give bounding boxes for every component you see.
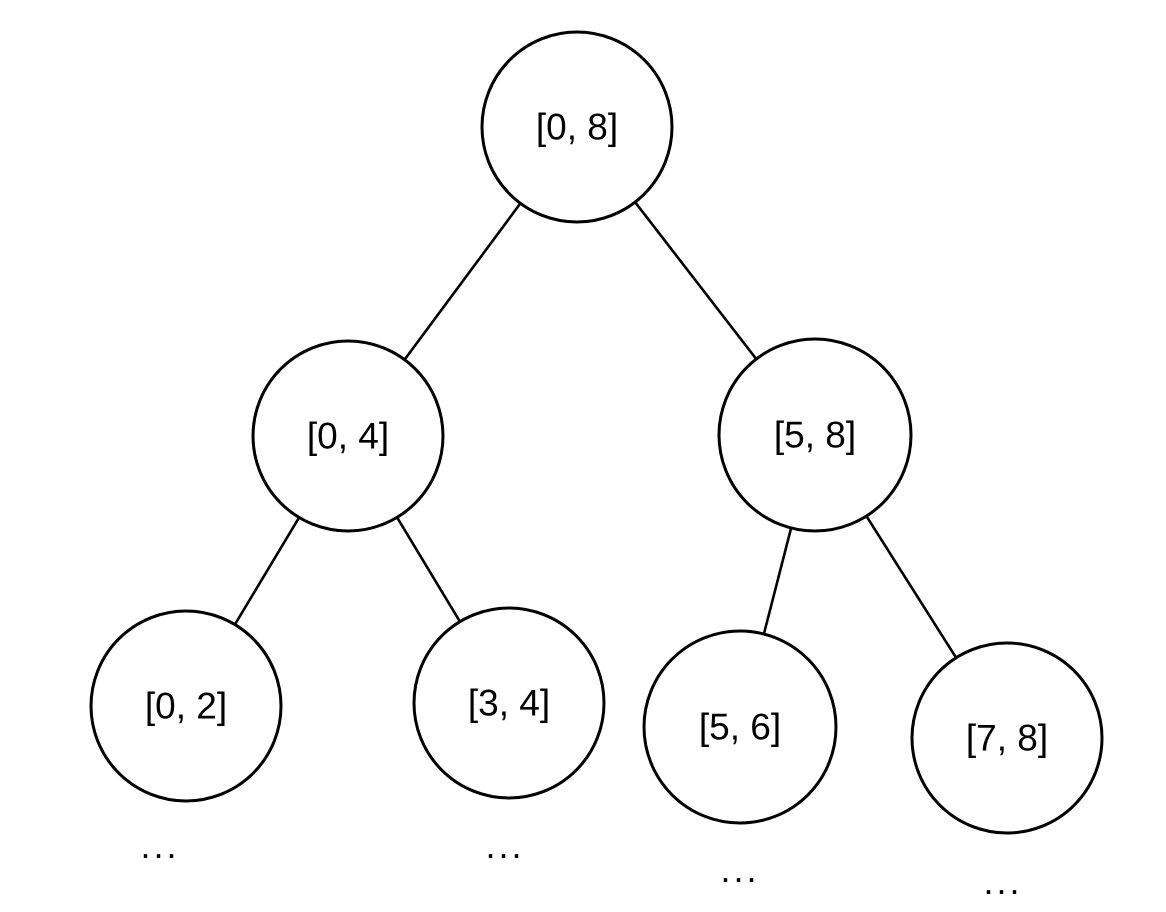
tree-node-circle-root <box>480 30 674 224</box>
tree-node-circle-l <box>251 339 445 533</box>
tree-node-label-lr: [3, 4] <box>468 683 550 724</box>
tree-node-label-l: [0, 4] <box>307 416 389 457</box>
tree-node-label-r: [5, 8] <box>774 415 856 456</box>
ellipsis-mark-4: ... <box>983 861 1022 902</box>
ellipsis-mark-3: ... <box>720 849 759 890</box>
tree-node-label-ll: [0, 2] <box>145 686 227 727</box>
tree-node-label-rl: [5, 6] <box>699 707 781 748</box>
tree-node-label-rr: [7, 8] <box>966 718 1048 759</box>
ellipsis-mark-1: ... <box>140 825 179 866</box>
tree-node-label-root: [0, 8] <box>536 107 618 148</box>
tree-node-circle-r <box>717 337 913 533</box>
ellipsis-mark-2: ... <box>485 825 524 866</box>
tree-node-circle-ll <box>89 609 283 803</box>
tree-node-circle-rl <box>642 629 838 825</box>
tree-node-circle-rr <box>910 641 1104 835</box>
tree-node-circle-lr <box>412 606 606 800</box>
